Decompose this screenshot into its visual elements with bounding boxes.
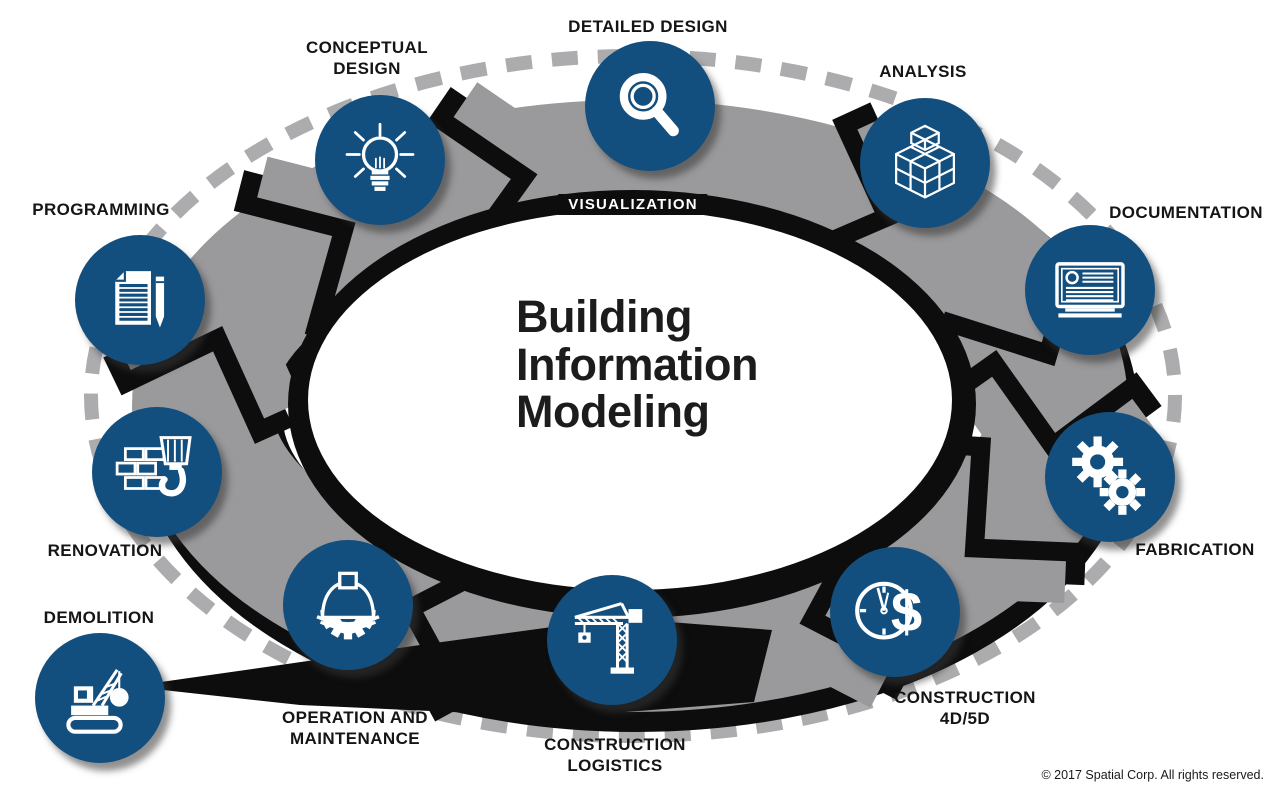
display-icon [1025, 225, 1155, 355]
copyright-text: © 2017 Spatial Corp. All rights reserved… [1041, 768, 1264, 782]
node-label-construction-logistics: CONSTRUCTION LOGISTICS [544, 735, 686, 775]
node-label-programming: PROGRAMMING [32, 200, 170, 219]
node-construction-logistics [547, 575, 677, 705]
node-label-renovation: RENOVATION [47, 541, 163, 560]
node-demolition [35, 633, 165, 763]
node-label-operation-maintenance: OPERATION AND MAINTENANCE [282, 708, 428, 748]
ring-label-visualization: VISUALIZATION [558, 194, 708, 215]
node-programming [75, 235, 205, 365]
wireframe-cube-icon [860, 98, 990, 228]
node-label-detailed-design: DETAILED DESIGN [568, 17, 728, 36]
svg-text:$: $ [891, 580, 922, 643]
node-label-demolition: DEMOLITION [43, 608, 155, 627]
node-label-fabrication: FABRICATION [1135, 540, 1255, 559]
node-fabrication [1045, 412, 1175, 542]
gears-icon [1045, 412, 1175, 542]
tower-crane-icon [547, 575, 677, 705]
page-title: Building Information Modeling [516, 291, 758, 438]
node-analysis [860, 98, 990, 228]
node-detailed-design [585, 41, 715, 171]
node-label-conceptual-design: CONCEPTUAL DESIGN [305, 38, 429, 78]
node-conceptual-design [315, 95, 445, 225]
brick-hook-icon [92, 407, 222, 537]
node-label-analysis: ANALYSIS [879, 62, 967, 81]
clock-dollar-icon: $ [830, 547, 960, 677]
center-ellipse [308, 210, 952, 590]
hardhat-gear-icon [283, 540, 413, 670]
dashed-outer-ring [84, 49, 1182, 743]
node-documentation [1025, 225, 1155, 355]
lightbulb-icon [315, 95, 445, 225]
document-pencil-icon [75, 235, 205, 365]
node-construction-4d5d: $ [830, 547, 960, 677]
node-label-construction-4d5d: CONSTRUCTION 4D/5D [894, 688, 1036, 728]
node-label-documentation: DOCUMENTATION [1109, 203, 1263, 222]
node-renovation [92, 407, 222, 537]
wrecking-ball-icon [35, 633, 165, 763]
node-operation-maintenance [283, 540, 413, 670]
magnifier-icon [585, 41, 715, 171]
